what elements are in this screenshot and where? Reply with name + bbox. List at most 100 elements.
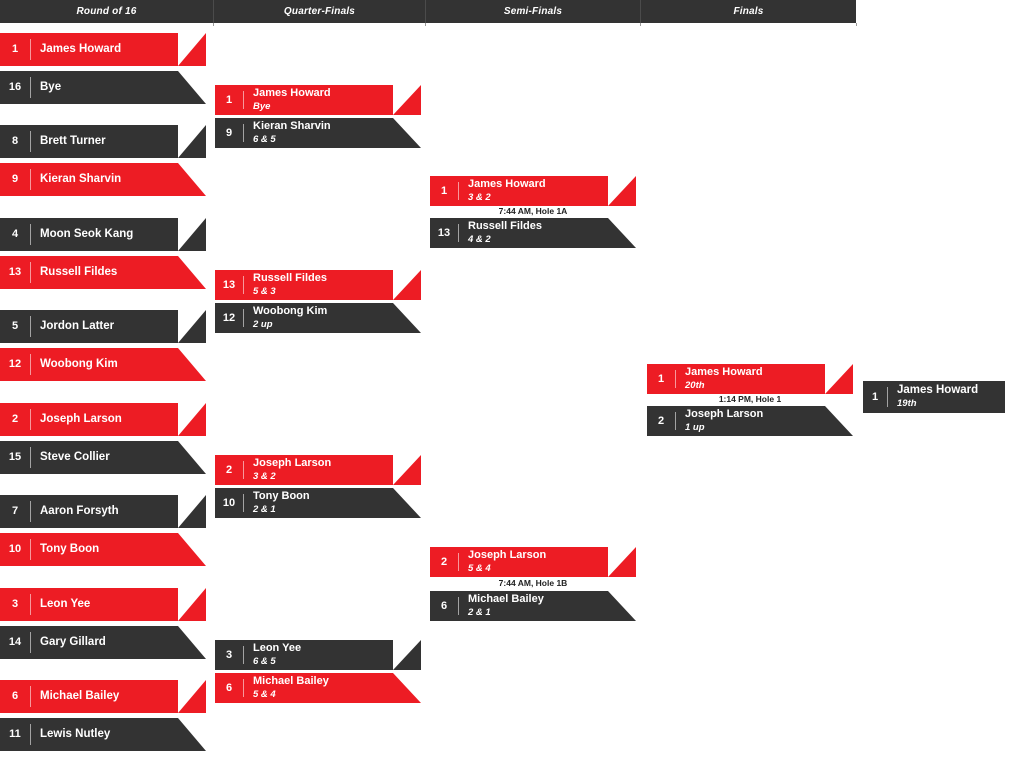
round-header-label: Semi-Finals	[503, 6, 563, 17]
seat-divider	[243, 494, 244, 512]
seat-arrow-tip	[393, 270, 421, 300]
round-of-16-seat[interactable]: 7 Aaron Forsyth	[0, 495, 206, 528]
seat-divider	[30, 316, 31, 337]
round-header-label: Round of 16	[76, 6, 137, 17]
seat-seed-number: 13	[437, 226, 451, 239]
player-name: James Howard	[685, 366, 763, 379]
seat-divider	[243, 124, 244, 142]
seat-text-block: Moon Seok Kang	[31, 228, 178, 241]
seat-divider	[30, 131, 31, 152]
player-name: Kieran Sharvin	[253, 120, 331, 133]
player-name: Russell Fildes	[253, 272, 327, 285]
player-name: James Howard	[40, 42, 122, 55]
player-name: Tony Boon	[253, 490, 310, 503]
player-name: Gary Gillard	[40, 635, 106, 648]
seat-seed-number: 1	[11, 43, 19, 55]
seat-seed-number: 7	[11, 505, 19, 517]
seat-seed-number: 3	[11, 598, 19, 610]
semi-final-1-time: 7:44 AM, Hole 1A	[430, 207, 636, 216]
seat-seed-number: 6	[440, 599, 448, 612]
player-name: Brett Turner	[40, 134, 106, 147]
round-of-16-seat-body: 7 Aaron Forsyth	[0, 495, 178, 528]
round-of-16-seat[interactable]: 3 Leon Yee	[0, 588, 206, 621]
seat-arrow-tip	[178, 71, 206, 104]
seat-divider	[458, 597, 459, 615]
player-name: Kieran Sharvin	[40, 172, 122, 185]
seat-arrow-tip	[178, 256, 206, 289]
seat-arrow-tip	[178, 588, 206, 621]
player-name: Leon Yee	[253, 642, 302, 655]
seat-arrow-tip	[178, 125, 206, 158]
round-of-16-seat[interactable]: 1 James Howard	[0, 33, 206, 66]
seat-divider	[30, 354, 31, 375]
seat-arrow-tip	[178, 33, 206, 66]
player-score: 2 & 1	[468, 607, 491, 619]
seat-text-block: Aaron Forsyth	[31, 505, 178, 518]
seat-text-block: Leon Yee	[31, 598, 178, 611]
round-header-quarter-finals: Quarter-Finals	[213, 0, 425, 23]
seat-divider	[458, 224, 459, 242]
seat-seed-number: 1	[440, 184, 448, 197]
round-of-16-seat[interactable]: 5 Jordon Latter	[0, 310, 206, 343]
semi-final-2-time: 7:44 AM, Hole 1B	[430, 579, 636, 588]
seat-divider	[243, 646, 244, 664]
seat-divider	[458, 553, 459, 571]
player-score: 20th	[685, 380, 705, 392]
seat-divider	[30, 632, 31, 653]
player-name: Aaron Forsyth	[40, 504, 119, 517]
seat-seed-number: 5	[11, 320, 19, 332]
seat-seed-number: 10	[8, 543, 22, 555]
round-header-round-of-16: Round of 16	[0, 0, 213, 23]
seat-arrow-tip	[608, 591, 636, 621]
seat-seed-number: 6	[225, 681, 233, 694]
seat-divider	[243, 276, 244, 294]
round-header-label: Finals	[733, 6, 764, 17]
player-name: Jordon Latter	[40, 319, 115, 332]
seat-text-block: Brett Turner	[31, 135, 178, 148]
seat-text-block: Russell Fildes	[31, 266, 178, 279]
seat-seed-number: 10	[222, 496, 236, 509]
seat-divider	[30, 169, 31, 190]
player-name: James Howard	[468, 178, 546, 191]
round-header-bar: Round of 16 Quarter-Finals Semi-Finals F…	[0, 0, 856, 23]
